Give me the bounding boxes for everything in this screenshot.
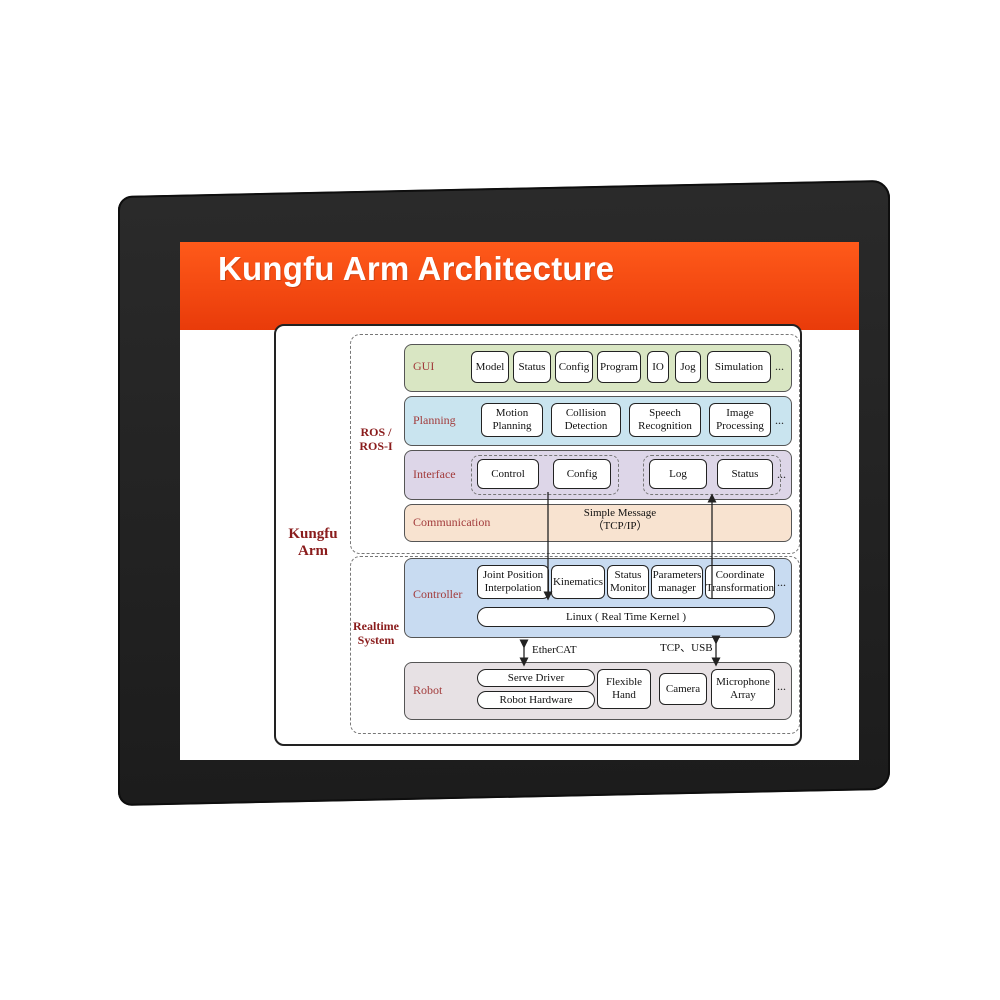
realtime-group — [350, 556, 800, 734]
kungfu-arm-label: Kungfu Arm — [288, 526, 338, 560]
gui-item-io: IO — [647, 351, 669, 383]
title-bar: Kungfu Arm Architecture — [180, 242, 859, 330]
architecture-diagram: Kungfu Arm ROS / ROS-I Realtime System G… — [274, 324, 802, 746]
controller-item-joint: Joint Position Interpolation — [477, 565, 549, 599]
linux-kernel: Linux ( Real Time Kernel ) — [477, 607, 775, 627]
ros-label: ROS / ROS-I — [359, 425, 393, 453]
gui-item-config: Config — [555, 351, 593, 383]
planning-label: Planning — [413, 413, 456, 427]
gui-item-model: Model — [471, 351, 509, 383]
page-title: Kungfu Arm Architecture — [218, 250, 615, 287]
robot-item-camera: Camera — [659, 673, 707, 705]
interface-group-left — [471, 455, 619, 495]
controller-label: Controller — [413, 587, 463, 601]
interface-item-config: Config — [553, 459, 611, 489]
gui-item-jog: Jog — [675, 351, 701, 383]
controller-more: ... — [777, 575, 786, 589]
planning-item-motion: Motion Planning — [481, 403, 543, 437]
controller-item-kinematics: Kinematics — [551, 565, 605, 599]
communication-text: Simple Message （TCP/IP） — [583, 507, 657, 533]
controller-layer: Controller Joint Position Interpolation … — [404, 558, 792, 638]
robot-more: ... — [777, 679, 786, 693]
robot-label: Robot — [413, 683, 443, 697]
ros-group — [350, 334, 800, 554]
tcp-usb-label: TCP、USB — [660, 642, 713, 654]
controller-item-parameters: Parameters manager — [651, 565, 703, 599]
planning-more: ... — [775, 413, 784, 427]
interface-item-log: Log — [649, 459, 707, 489]
monitor-screen: Kungfu Arm Architecture Kungfu Arm ROS /… — [180, 242, 859, 760]
gui-item-simulation: Simulation — [707, 351, 771, 383]
ethercat-label: EtherCAT — [532, 644, 577, 656]
interface-label: Interface — [413, 467, 456, 481]
gui-item-status: Status — [513, 351, 551, 383]
planning-layer: Planning Motion Planning Collision Detec… — [404, 396, 792, 446]
realtime-label: Realtime System — [353, 619, 399, 647]
interface-item-status: Status — [717, 459, 773, 489]
robot-item-flexible-hand: Flexible Hand — [597, 669, 651, 709]
planning-item-image: Image Processing — [709, 403, 771, 437]
communication-label: Communication — [413, 515, 491, 529]
gui-label: GUI — [413, 359, 435, 373]
robot-layer: Robot Serve Driver Robot Hardware Flexib… — [404, 662, 792, 720]
robot-item-serve-driver: Serve Driver — [477, 669, 595, 687]
connector-arrows — [519, 492, 721, 667]
controller-item-status: Status Monitor — [607, 565, 649, 599]
interface-item-control: Control — [477, 459, 539, 489]
communication-layer: Communication Simple Message （TCP/IP） — [404, 504, 792, 542]
controller-item-coordinate: Coordinate Transformation — [705, 565, 775, 599]
gui-layer: GUI Model Status Config Program IO Jog S… — [404, 344, 792, 392]
planning-item-speech: Speech Recognition — [629, 403, 701, 437]
interface-more: ... — [777, 467, 786, 481]
robot-item-hardware: Robot Hardware — [477, 691, 595, 709]
robot-item-microphone: Microphone Array — [711, 669, 775, 709]
interface-layer: Interface Control Config Log Status ... — [404, 450, 792, 500]
planning-item-collision: Collision Detection — [551, 403, 621, 437]
gui-more: ... — [775, 359, 784, 373]
gui-item-program: Program — [597, 351, 641, 383]
